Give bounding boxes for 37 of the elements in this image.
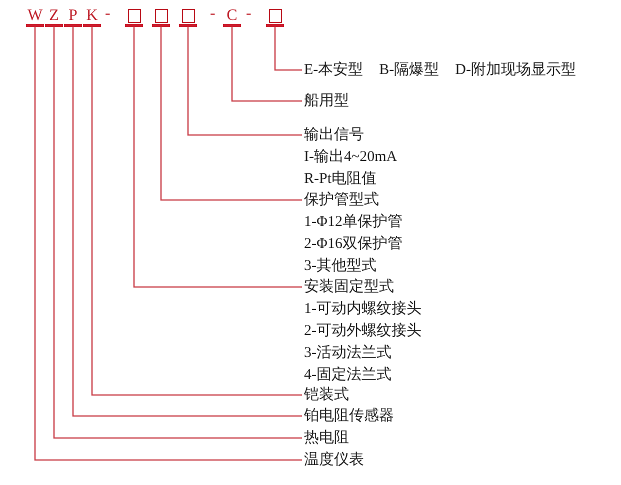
option-text: B-隔爆型 bbox=[379, 60, 440, 80]
option-text: 1-Φ12单保护管 bbox=[304, 212, 402, 232]
option-text: 3-其他型式 bbox=[304, 256, 378, 276]
code-letter: W bbox=[26, 7, 44, 27]
option-text: 温度仪表 bbox=[304, 450, 364, 470]
placeholder-box bbox=[125, 7, 143, 27]
code-letter: Z bbox=[45, 7, 63, 27]
option-text: D-附加现场显示型 bbox=[455, 60, 576, 80]
option-text: 船用型 bbox=[304, 92, 349, 111]
option-text: E-本安型 bbox=[304, 60, 364, 80]
leader-line bbox=[274, 27, 302, 71]
placeholder-box bbox=[179, 7, 197, 27]
option-text: 1-可动内螺纹接头 bbox=[304, 300, 422, 319]
option-text: 4-固定法兰式 bbox=[304, 365, 392, 385]
option-text: 3-活动法兰式 bbox=[304, 344, 392, 363]
placeholder-box bbox=[152, 7, 170, 27]
code-letter: P bbox=[64, 7, 82, 27]
option-text: 热电阻 bbox=[304, 428, 349, 448]
separator-dash: - bbox=[246, 5, 252, 22]
code-letter: K bbox=[83, 7, 101, 27]
leader-line bbox=[133, 27, 302, 288]
leader-line bbox=[187, 27, 302, 136]
option-text: 铂电阻传感器 bbox=[304, 406, 394, 426]
option-text: 2-可动外螺纹接头 bbox=[304, 322, 422, 341]
separator-dash: - bbox=[210, 5, 216, 22]
option-text: 2-Φ16双保护管 bbox=[304, 234, 402, 254]
placeholder-box bbox=[266, 7, 284, 27]
code-letter: C bbox=[223, 7, 241, 27]
option-text: 保护管型式 bbox=[304, 190, 380, 210]
option-text: 输出信号 bbox=[304, 126, 365, 145]
leader-line bbox=[160, 27, 302, 201]
option-text: R-Pt电阻值 bbox=[304, 170, 378, 189]
option-text: I-输出4~20mA bbox=[304, 148, 398, 167]
leader-line bbox=[231, 27, 302, 102]
option-text: 铠装式 bbox=[304, 386, 349, 405]
separator-dash: - bbox=[105, 5, 110, 22]
option-text: 安装固定型式 bbox=[304, 277, 395, 297]
